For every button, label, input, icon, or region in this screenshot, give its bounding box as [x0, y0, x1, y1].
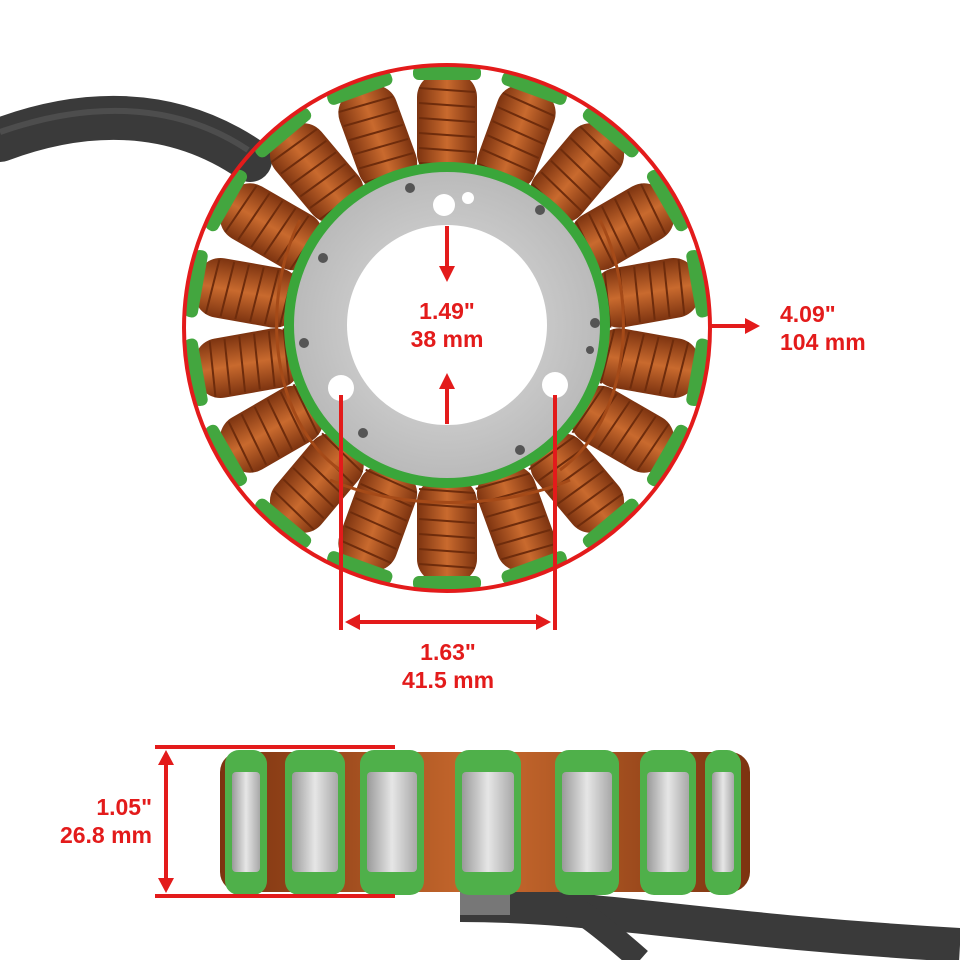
- bolt-spacing-mm: 41.5 mm: [401, 667, 495, 693]
- coil: [476, 71, 567, 191]
- coil: [327, 71, 419, 191]
- pole: [640, 750, 696, 895]
- coil: [413, 66, 481, 178]
- pole: [555, 750, 619, 895]
- dimension-lines-top: [182, 63, 760, 630]
- inner-diameter-mm: 38 mm: [410, 326, 484, 352]
- outer-diameter-mm: 104 mm: [780, 329, 866, 355]
- outer-diameter-inch: 4.09": [780, 301, 836, 327]
- pole: [455, 750, 521, 895]
- bolt-spacing-inch: 1.63": [420, 639, 476, 665]
- inner-diameter-inch: 1.49": [419, 298, 475, 324]
- side-view-cable: [459, 888, 960, 960]
- coil: [593, 328, 710, 407]
- coil: [570, 169, 689, 273]
- bolt-hole-right: [542, 372, 568, 398]
- side-poles: [225, 750, 741, 895]
- coil: [184, 249, 301, 328]
- height-mm: 26.8 mm: [59, 822, 152, 848]
- plate-hole-top: [433, 194, 455, 216]
- inner-diameter-label: 1.49" 38 mm: [372, 297, 522, 353]
- pole: [705, 750, 741, 895]
- dimension-lines-side: [155, 745, 395, 898]
- coil: [205, 169, 324, 271]
- pole: [285, 750, 345, 895]
- plate-hole-top-2: [462, 192, 474, 204]
- stator-top-view: [0, 66, 710, 590]
- center-hole: [347, 225, 547, 425]
- pole: [225, 750, 267, 895]
- height-inch: 1.05": [96, 794, 152, 820]
- coil: [570, 385, 689, 487]
- outer-diameter-label: 4.09" 104 mm: [780, 300, 950, 356]
- bolt-hole-left: [328, 375, 354, 401]
- coil: [413, 478, 481, 590]
- height-label: 1.05" 26.8 mm: [10, 793, 152, 849]
- pole: [360, 750, 424, 895]
- coil: [205, 383, 324, 487]
- coil: [327, 465, 418, 585]
- stator-side-view: [220, 750, 960, 960]
- wire-harness-cable: [0, 95, 272, 182]
- bolt-spacing-label: 1.63" 41.5 mm: [373, 638, 523, 694]
- coil: [254, 107, 366, 223]
